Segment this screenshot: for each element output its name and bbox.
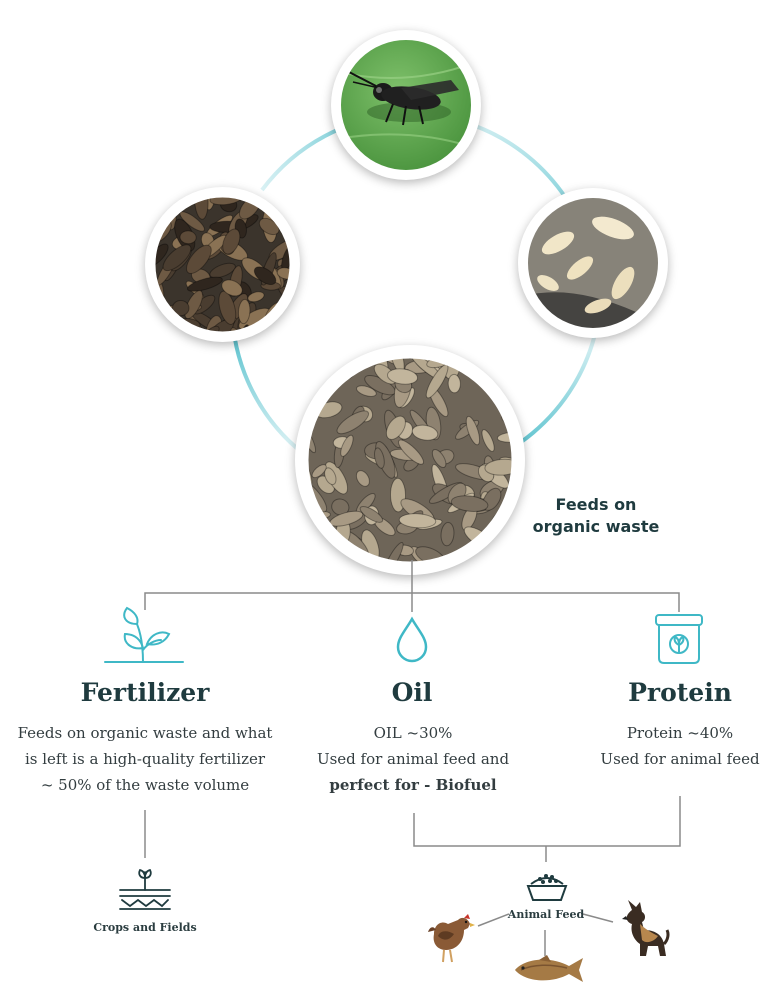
animal-feed-label: Animal Feed xyxy=(507,908,585,921)
feed-bowl-icon xyxy=(526,874,568,901)
grub-texture xyxy=(247,291,265,303)
grub-texture xyxy=(398,439,424,465)
grub-texture xyxy=(386,368,419,385)
dog-image xyxy=(622,900,670,956)
eggs-photo xyxy=(518,188,668,338)
adult-fly-photo xyxy=(331,30,481,180)
oil-description: OIL ~30% Used for animal feed and perfec… xyxy=(304,720,522,798)
grub-texture xyxy=(336,410,370,435)
grub-texture xyxy=(218,290,237,325)
grub-texture xyxy=(465,415,481,446)
grub-texture xyxy=(340,434,354,457)
grub-texture xyxy=(356,385,377,397)
grub-texture xyxy=(221,279,243,297)
grub-texture xyxy=(355,470,370,487)
grub-texture xyxy=(179,230,197,245)
fertilizer-line-1: Feeds on organic waste and what xyxy=(17,724,273,742)
grub-texture xyxy=(253,266,277,286)
grub-texture xyxy=(222,228,241,255)
grub-texture xyxy=(171,299,190,317)
protein-heading: Protein xyxy=(628,678,732,707)
grub-texture xyxy=(385,415,406,440)
plant-sprout-icon xyxy=(104,606,184,663)
callout-line-1: Feeds on xyxy=(555,495,637,514)
grub-texture xyxy=(258,217,280,236)
grub-texture xyxy=(447,373,461,394)
oil-drop-icon xyxy=(396,616,428,663)
protein-line-1: Protein ~40% xyxy=(626,724,734,742)
fertilizer-description: Feeds on organic waste and what is left … xyxy=(5,720,285,798)
grub-texture xyxy=(331,498,350,516)
grub-texture xyxy=(398,513,437,529)
grub-texture xyxy=(162,244,192,272)
fertilizer-line-3: ~ 50% of the waste volume xyxy=(40,776,250,794)
grub-texture xyxy=(311,464,327,479)
grub-texture xyxy=(359,505,384,523)
grub-texture xyxy=(431,448,447,469)
grub-texture xyxy=(324,467,337,486)
feeds-callout: Feeds on organic waste xyxy=(506,494,686,538)
crops-label: Crops and Fields xyxy=(93,921,197,934)
oil-heading: Oil xyxy=(391,678,433,707)
oil-line-2: Used for animal feed and xyxy=(316,750,510,768)
protein-line-2: Used for animal feed xyxy=(600,750,760,768)
grub-texture xyxy=(179,211,205,232)
chicken-image xyxy=(428,914,475,963)
grub-texture xyxy=(186,244,212,274)
callout-line-2: organic waste xyxy=(532,517,660,536)
oil-line-1: OIL ~30% xyxy=(373,724,453,742)
grub-texture xyxy=(481,429,495,452)
grub-texture xyxy=(411,424,439,441)
fertilizer-heading: Fertilizer xyxy=(80,678,210,707)
grub-texture xyxy=(237,298,251,325)
crops-field-icon xyxy=(119,868,171,910)
protein-description: Protein ~40% Used for animal feed xyxy=(590,720,768,772)
grub-texture xyxy=(374,447,385,469)
oil-line-3: perfect for - Biofuel xyxy=(329,776,497,794)
grub-texture xyxy=(186,276,223,292)
pupae-photo xyxy=(145,187,300,342)
grub-texture xyxy=(209,262,236,279)
protein-jar-icon xyxy=(655,614,703,664)
grub-texture xyxy=(450,495,489,512)
fertilizer-line-2: is left is a high-quality fertilizer xyxy=(24,750,266,768)
grub-texture xyxy=(440,521,455,547)
fish-image xyxy=(515,955,583,982)
grub-texture xyxy=(184,290,204,320)
larvae-photo xyxy=(295,345,525,575)
